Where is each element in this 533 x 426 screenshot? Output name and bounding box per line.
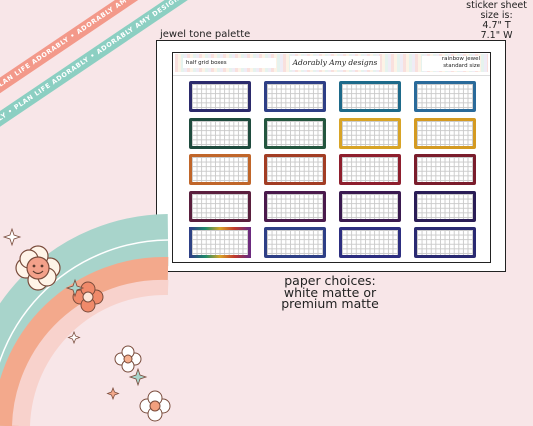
grid-box-sticker	[189, 81, 251, 112]
sparkle-icon	[2, 227, 22, 247]
grid-box-sticker	[264, 154, 326, 185]
variant-line-1: rainbow jewel	[441, 56, 480, 62]
sticker-sheet: half grid boxes Adorably Amy designs rai…	[172, 52, 491, 263]
grid-box-sticker	[189, 190, 251, 222]
brand-logo: Adorably Amy designs	[290, 56, 380, 70]
grid-box-sticker	[414, 81, 476, 112]
paper-line-2: white matte or	[283, 284, 377, 300]
rainbow-orange-band	[0, 256, 169, 426]
grid-box-sticker	[414, 227, 476, 258]
rainbow-illustration	[0, 214, 200, 426]
sheet-title: half grid boxes	[183, 58, 276, 68]
size-info: sticker sheet size is: 4.7" T 7.1" W	[466, 1, 527, 41]
paper-choices: paper choices: white matte or premium ma…	[200, 275, 460, 310]
sheet-variant: rainbow jewel standard size	[422, 56, 480, 71]
variant-line-2: standard size	[443, 63, 480, 69]
grid-box-sticker	[339, 117, 401, 149]
size-line-4: 7.1" W	[480, 30, 513, 41]
rainbow-pink-band	[12, 279, 169, 426]
grid-box-sticker	[339, 154, 401, 185]
smiley-flower-icon	[15, 245, 61, 291]
paper-line-1: paper choices:	[284, 273, 376, 288]
paper-line-3: premium matte	[281, 296, 379, 311]
grid-box-sticker	[264, 81, 326, 112]
grid-box-sticker	[189, 154, 251, 185]
grid-box-sticker	[264, 117, 326, 149]
grid-box-sticker	[189, 117, 251, 149]
size-line-3: 4.7" T	[482, 20, 511, 31]
grid-box-sticker	[264, 227, 326, 258]
grid-box-sticker	[414, 154, 476, 185]
grid-box-sticker	[189, 227, 251, 258]
grid-box-sticker	[339, 81, 401, 112]
grid-box-sticker	[414, 117, 476, 149]
palette-label: jewel tone palette	[160, 29, 251, 40]
sparkle-icon	[106, 386, 120, 401]
sticker-grid	[189, 81, 476, 258]
white-flower-icon	[114, 345, 142, 373]
grid-box-sticker	[339, 227, 401, 258]
grid-box-sticker	[414, 190, 476, 222]
size-line-1: sticker sheet	[466, 0, 527, 11]
grid-box-sticker	[339, 190, 401, 222]
orange-flower-icon	[72, 281, 104, 313]
sheet-header: half grid boxes Adorably Amy designs rai…	[173, 53, 490, 76]
sparkle-icon	[67, 330, 81, 345]
sparkle-icon	[128, 367, 148, 387]
grid-box-sticker	[264, 190, 326, 222]
sparkle-icon	[65, 278, 85, 298]
daisy-flower-icon	[139, 390, 171, 422]
size-line-2: size is:	[480, 10, 513, 21]
